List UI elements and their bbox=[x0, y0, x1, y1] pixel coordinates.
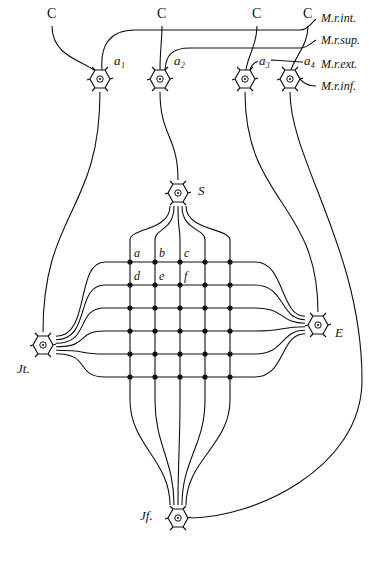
junction-dot bbox=[127, 259, 132, 264]
nerve-cell bbox=[165, 505, 191, 531]
nerve-cell-node: E bbox=[305, 312, 331, 338]
nerve-fibre bbox=[130, 206, 170, 505]
nerve-cell bbox=[87, 66, 113, 92]
cell-label: S bbox=[197, 184, 206, 198]
nerve-cell-node: a₁ bbox=[87, 66, 113, 92]
junction-dot bbox=[127, 351, 132, 356]
nerve-cell bbox=[305, 312, 331, 338]
junction-dot bbox=[227, 305, 232, 310]
nerve-fibre bbox=[160, 92, 178, 180]
nerve-fibre bbox=[155, 206, 174, 505]
junction-dot bbox=[152, 374, 157, 379]
junction-dot bbox=[177, 351, 182, 356]
junction-dot bbox=[227, 282, 232, 287]
nerve-cell-node: S bbox=[165, 180, 191, 206]
junction-dot bbox=[127, 328, 132, 333]
nerve-cell-node: a₃ bbox=[232, 66, 258, 92]
junction-dot bbox=[227, 374, 232, 379]
nerve-cell bbox=[232, 66, 258, 92]
junction-dot bbox=[177, 374, 182, 379]
fibre bbox=[160, 26, 162, 70]
cell-label: Jt. bbox=[16, 362, 31, 376]
crossing-label: d bbox=[133, 270, 141, 283]
junction-dot bbox=[152, 328, 157, 333]
fibre bbox=[52, 26, 94, 70]
cell-label: a₃ bbox=[258, 54, 271, 68]
fibre bbox=[165, 40, 316, 70]
junction-dot bbox=[227, 259, 232, 264]
nerve-fibre bbox=[43, 92, 100, 332]
junction-dot bbox=[127, 282, 132, 287]
nerve-cell bbox=[147, 66, 173, 92]
junction-dot bbox=[152, 259, 157, 264]
centre-label: C bbox=[302, 6, 313, 21]
nerve-fibre bbox=[245, 92, 318, 312]
centre-label: C bbox=[251, 6, 262, 21]
nerve-fibre bbox=[191, 92, 362, 518]
nerve-cell bbox=[30, 332, 56, 358]
nerve-cell-node: a₂ bbox=[147, 66, 173, 92]
nerve-cell-node: Jf. bbox=[165, 505, 191, 531]
crossing-label: a bbox=[133, 247, 141, 260]
cell-label: E bbox=[334, 326, 344, 340]
crossing-label: b bbox=[158, 247, 166, 260]
junction-dot bbox=[127, 374, 132, 379]
cell-label: a₁ bbox=[113, 54, 126, 68]
crossing-label: f bbox=[183, 270, 188, 283]
centre-label: C bbox=[156, 6, 167, 21]
crossing-label: c bbox=[183, 247, 190, 260]
junction-dot bbox=[202, 282, 207, 287]
junction-dot bbox=[202, 374, 207, 379]
muscle-label: M.r.ext. bbox=[320, 58, 358, 71]
cell-label: Jf. bbox=[139, 509, 154, 523]
junction-dot bbox=[152, 305, 157, 310]
crossing-label: e bbox=[158, 270, 165, 283]
junction-dot bbox=[152, 351, 157, 356]
junction-dot bbox=[227, 351, 232, 356]
nerve-fibre bbox=[186, 206, 230, 505]
junction-dot bbox=[202, 259, 207, 264]
nerve-cell-node: a₄ bbox=[277, 66, 303, 92]
junction-dot bbox=[202, 328, 207, 333]
junction-dot bbox=[127, 305, 132, 310]
junction-dot bbox=[177, 305, 182, 310]
cell-label: a₄ bbox=[303, 54, 316, 68]
centre-label: C bbox=[46, 6, 57, 21]
junction-dot bbox=[202, 305, 207, 310]
cell-label: a₂ bbox=[173, 54, 186, 68]
muscle-label: M.r.int. bbox=[320, 12, 357, 25]
junction-dot bbox=[177, 282, 182, 287]
nerve-cell bbox=[165, 180, 191, 206]
muscle-label: M.r.inf. bbox=[320, 80, 357, 93]
junction-dot bbox=[152, 282, 157, 287]
junction-dot bbox=[227, 328, 232, 333]
junction-dot bbox=[202, 351, 207, 356]
nerve-cell bbox=[277, 66, 303, 92]
junction-dot bbox=[177, 328, 182, 333]
junction-dot bbox=[177, 259, 182, 264]
nerve-cell-node: Jt. bbox=[30, 332, 56, 358]
muscle-label: M.r.sup. bbox=[320, 34, 361, 47]
nerve-fibre bbox=[182, 206, 205, 505]
fibre bbox=[102, 19, 316, 70]
